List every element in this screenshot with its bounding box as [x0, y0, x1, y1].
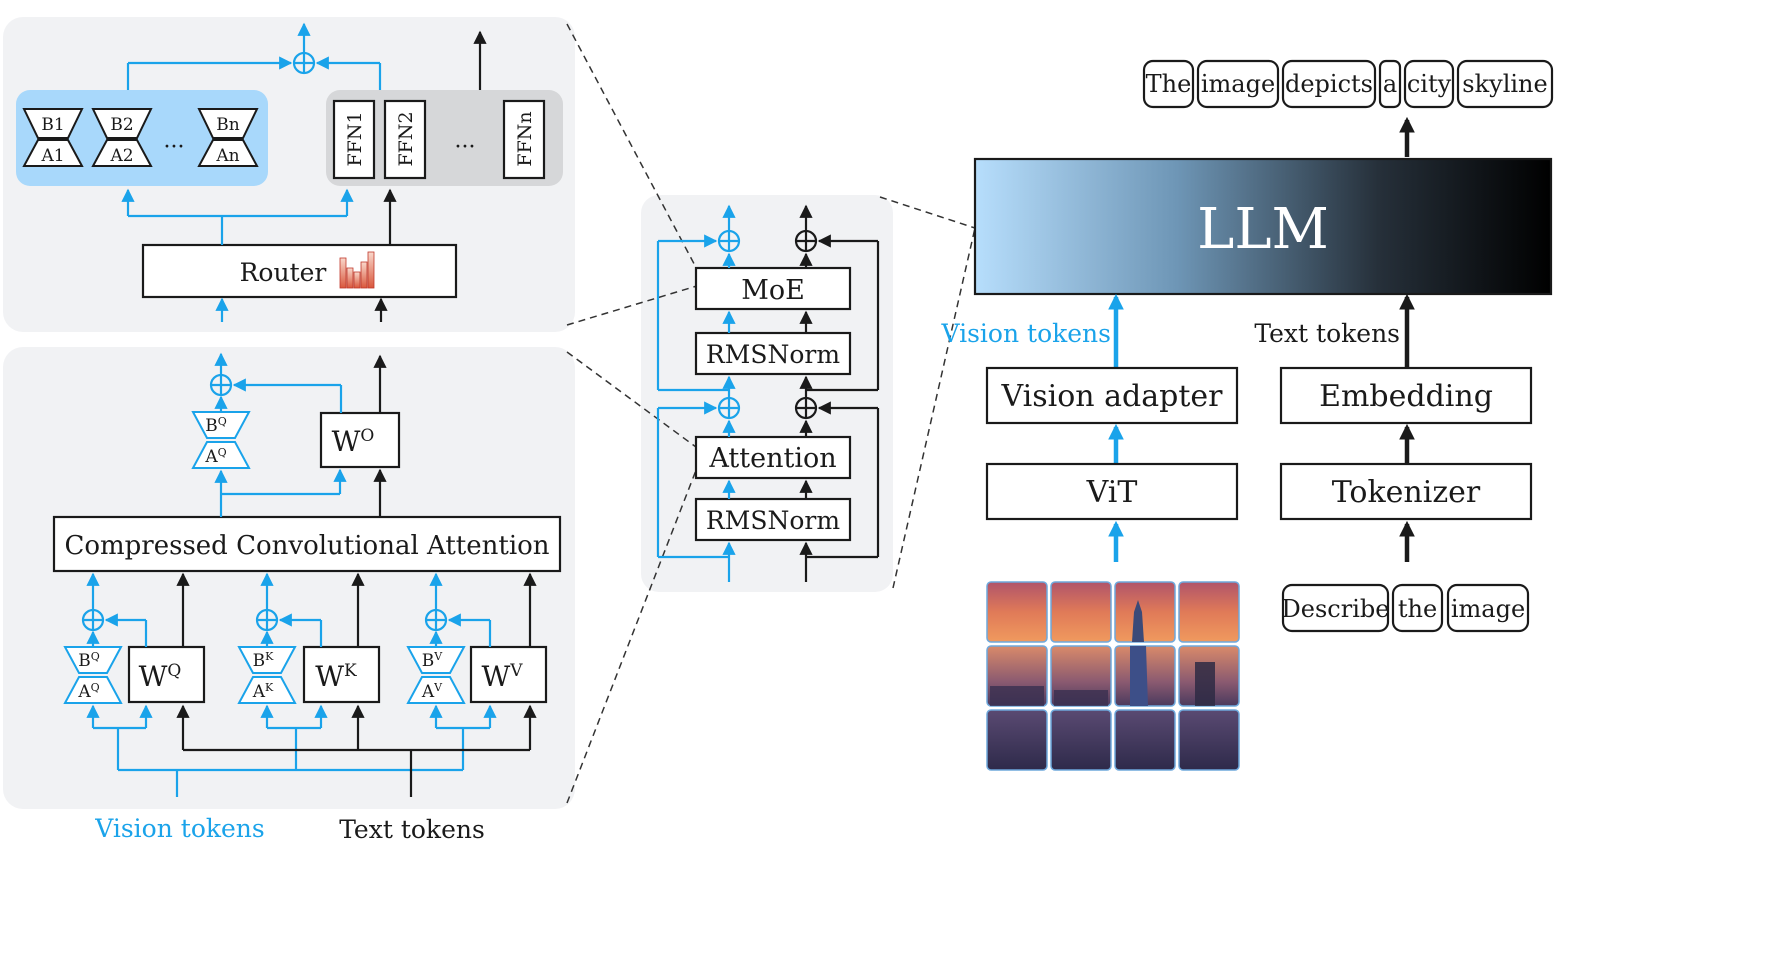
svg-text:LLM: LLM [1197, 197, 1329, 262]
svg-text:FFNn: FFNn [514, 111, 536, 166]
output-token [1378, 59, 1402, 109]
svg-text:WQ: WQ [139, 660, 182, 693]
lora-expert-2: B2 A2 [91, 108, 153, 167]
svg-text:the: the [1398, 595, 1437, 623]
output-lora: BQ AQ [191, 411, 251, 469]
output-token [1196, 59, 1280, 109]
input-token [1446, 583, 1530, 633]
svg-text:RMSNorm: RMSNorm [706, 340, 840, 369]
output-token [1142, 59, 1195, 109]
svg-text:Bn: Bn [216, 115, 239, 135]
svg-text:FFN1: FFN1 [344, 111, 366, 166]
svg-text:AQ: AQ [204, 446, 226, 467]
svg-text:BK: BK [253, 650, 275, 671]
input-token [1281, 583, 1390, 633]
input-image-patches [986, 581, 1240, 771]
svg-text:Describe: Describe [1282, 595, 1390, 623]
ffn-expert-2: FFN2 [383, 99, 427, 180]
svg-text:MoE: MoE [741, 275, 805, 306]
svg-text:city: city [1407, 70, 1452, 98]
ffn-ellipsis: ··· [455, 135, 476, 160]
svg-text:AQ: AQ [77, 681, 99, 702]
svg-text:BQ: BQ [78, 650, 100, 671]
tokenizer-box: Tokenizer [1279, 462, 1533, 521]
rmsnorm-1-box: RMSNorm [694, 331, 852, 376]
output-projection-wo: WO [319, 411, 401, 469]
cca-box: Compressed Convolutional Attention [52, 515, 562, 573]
k-projection: BK AK WK [237, 645, 381, 704]
svg-text:FFN2: FFN2 [395, 111, 417, 166]
pipeline-vision-tokens-label: Vision tokens [940, 319, 1111, 348]
attn-vision-tokens-label: Vision tokens [94, 814, 265, 843]
svg-text:image: image [1201, 70, 1275, 98]
svg-text:WK: WK [315, 660, 357, 693]
v-projection: BV AV WV [406, 645, 548, 704]
router-box: Router [141, 243, 458, 299]
input-token [1391, 583, 1444, 633]
moe-box: MoE [694, 266, 852, 311]
output-token [1456, 59, 1554, 109]
svg-text:Tokenizer: Tokenizer [1332, 475, 1481, 510]
q-projection: BQ AQ WQ [63, 645, 206, 704]
svg-text:a: a [1383, 70, 1397, 98]
input-token-sequence: Describe the image [1281, 583, 1530, 633]
lora-expert-1: B1 A1 [22, 108, 84, 167]
svg-text:B2: B2 [110, 115, 133, 135]
ffn-expert-n: FFNn [502, 99, 546, 180]
attn-text-tokens-label: Text tokens [339, 815, 485, 844]
svg-text:Attention: Attention [708, 443, 836, 474]
pipeline-text-tokens-label: Text tokens [1254, 319, 1400, 348]
lora-ellipsis: ··· [164, 135, 185, 160]
svg-text:Vision adapter: Vision adapter [1001, 379, 1224, 414]
svg-text:A1: A1 [40, 146, 64, 166]
svg-text:RMSNorm: RMSNorm [706, 506, 840, 535]
rmsnorm-2-box: RMSNorm [694, 497, 852, 542]
moe-panel-connectors [121, 22, 487, 322]
svg-text:Embedding: Embedding [1319, 379, 1493, 414]
output-token-sequence: The image depicts a city skyline [1142, 59, 1554, 109]
svg-text:image: image [1451, 595, 1525, 623]
svg-text:B1: B1 [41, 115, 64, 135]
svg-text:An: An [215, 146, 239, 166]
ffn-expert-1: FFN1 [332, 99, 376, 180]
svg-text:BQ: BQ [205, 415, 227, 436]
vit-box: ViT [985, 462, 1239, 521]
svg-text:Router: Router [240, 258, 327, 287]
attention-box: Attention [694, 435, 852, 480]
svg-text:AV: AV [421, 681, 443, 702]
qkv-connectors [81, 572, 537, 797]
output-token [1281, 59, 1377, 109]
output-token [1403, 59, 1455, 109]
lora-expert-n: Bn An [197, 108, 259, 167]
llm-block: LLM [973, 157, 1553, 296]
svg-text:A2: A2 [109, 146, 133, 166]
svg-text:Compressed Convolutional Atten: Compressed Convolutional Attention [64, 531, 549, 561]
svg-text:ViT: ViT [1086, 475, 1138, 510]
svg-text:BV: BV [422, 650, 444, 671]
svg-text:WO: WO [332, 425, 375, 458]
block-connectors [656, 204, 880, 582]
vision-adapter-box: Vision adapter [985, 366, 1239, 425]
router-histogram-icon [339, 251, 375, 289]
svg-text:WV: WV [481, 660, 523, 693]
attention-detail-panel [3, 347, 575, 809]
svg-text:depicts: depicts [1285, 70, 1373, 98]
embedding-box: Embedding [1279, 366, 1533, 425]
svg-text:skyline: skyline [1462, 70, 1547, 98]
svg-text:The: The [1146, 70, 1192, 98]
svg-text:AK: AK [252, 681, 274, 702]
zoom-lines [566, 23, 976, 804]
attn-output-connectors [209, 352, 387, 517]
